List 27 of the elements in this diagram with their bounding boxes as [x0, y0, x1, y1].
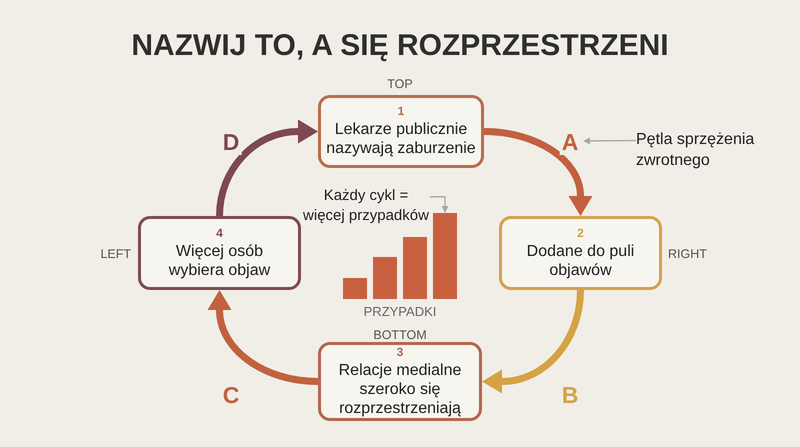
position-label: BOTTOM: [372, 327, 428, 343]
leader-arrow: [583, 137, 636, 144]
position-label: TOP: [386, 76, 414, 92]
stage-box: [318, 95, 484, 168]
stage-text: Dodane do puli objawów: [526, 242, 636, 280]
stage-box: [138, 216, 301, 290]
position-label: RIGHT: [668, 246, 708, 262]
leader-arrow: [430, 196, 448, 213]
chart-label: PRZYPADKI: [362, 304, 438, 320]
stage-box: [499, 216, 662, 290]
step-number: 4: [216, 226, 223, 240]
curved-arrow: [484, 128, 592, 216]
curved-arrow: [216, 120, 318, 216]
stage-box: [318, 342, 482, 421]
step-number: 3: [396, 346, 404, 358]
annotation-text: Każdy cykl = więcej przypadków: [302, 186, 430, 225]
step-number: 2: [577, 226, 584, 240]
stage-text: Lekarze publicznie nazywają zaburzenie: [325, 120, 477, 158]
title: NAZWIJ TO, A SIĘ ROZPRZESTRZENI: [131, 28, 669, 64]
chart-bar: [433, 213, 457, 299]
annotation-text: Pętla sprzężenia zwrotnego: [636, 130, 768, 172]
stage-text: Relacje medialne szeroko się rozprzestrzeniają: [338, 360, 462, 418]
position-label: LEFT: [99, 246, 131, 262]
stage-text: Więcej osób wybiera objaw: [168, 242, 272, 280]
curved-arrow: [482, 290, 584, 394]
step-number: 1: [398, 105, 404, 118]
curved-arrow: [208, 290, 318, 385]
